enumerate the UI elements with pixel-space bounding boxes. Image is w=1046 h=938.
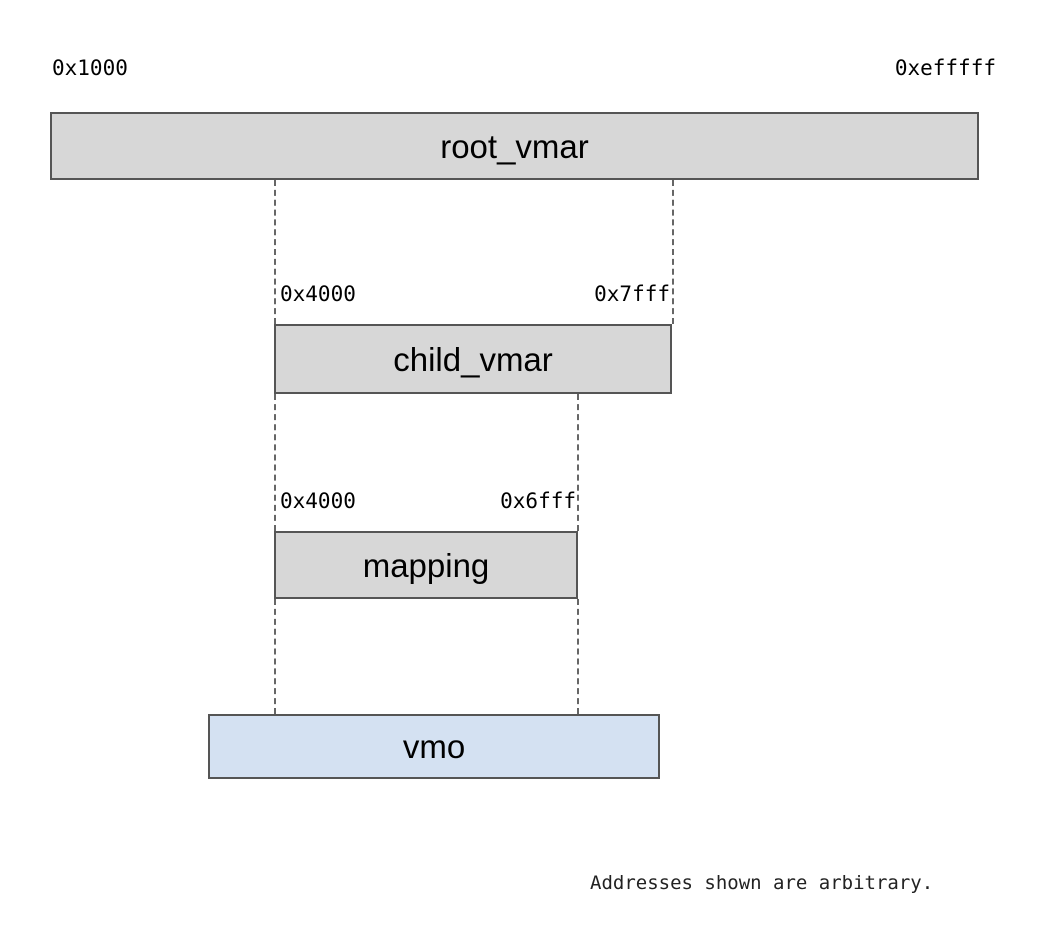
mapping-label: mapping [362,546,490,584]
mapping-box[interactable]: mapping [274,531,578,599]
mapping-start-address: 0x4000 [280,489,356,513]
root-vmar-end-address: 0xefffff [894,56,996,80]
child-vmar-start-address: 0x4000 [280,282,356,306]
child-vmar-box[interactable]: child_vmar [274,324,672,394]
child-vmar-end-address: 0x7fff [594,282,670,306]
root-vmar-box[interactable]: root_vmar [50,112,979,180]
guide-line-right-root-to-child [672,180,674,324]
diagram-caption: Addresses shown are arbitrary. [590,872,934,894]
guide-line-right-child-to-mapping [577,394,579,531]
vmo-label: vmo [402,728,466,765]
child-vmar-label: child_vmar [393,340,553,378]
root-vmar-label: root_vmar [440,127,589,165]
guide-line-right-mapping-to-vmo [577,599,579,714]
guide-line-left-mapping-to-vmo [274,599,276,714]
vmo-box[interactable]: vmo [208,714,660,779]
guide-line-left-root-to-child [274,180,276,324]
guide-line-left-child-to-mapping [274,394,276,531]
mapping-end-address: 0x6fff [500,489,576,513]
root-vmar-start-address: 0x1000 [52,56,128,80]
